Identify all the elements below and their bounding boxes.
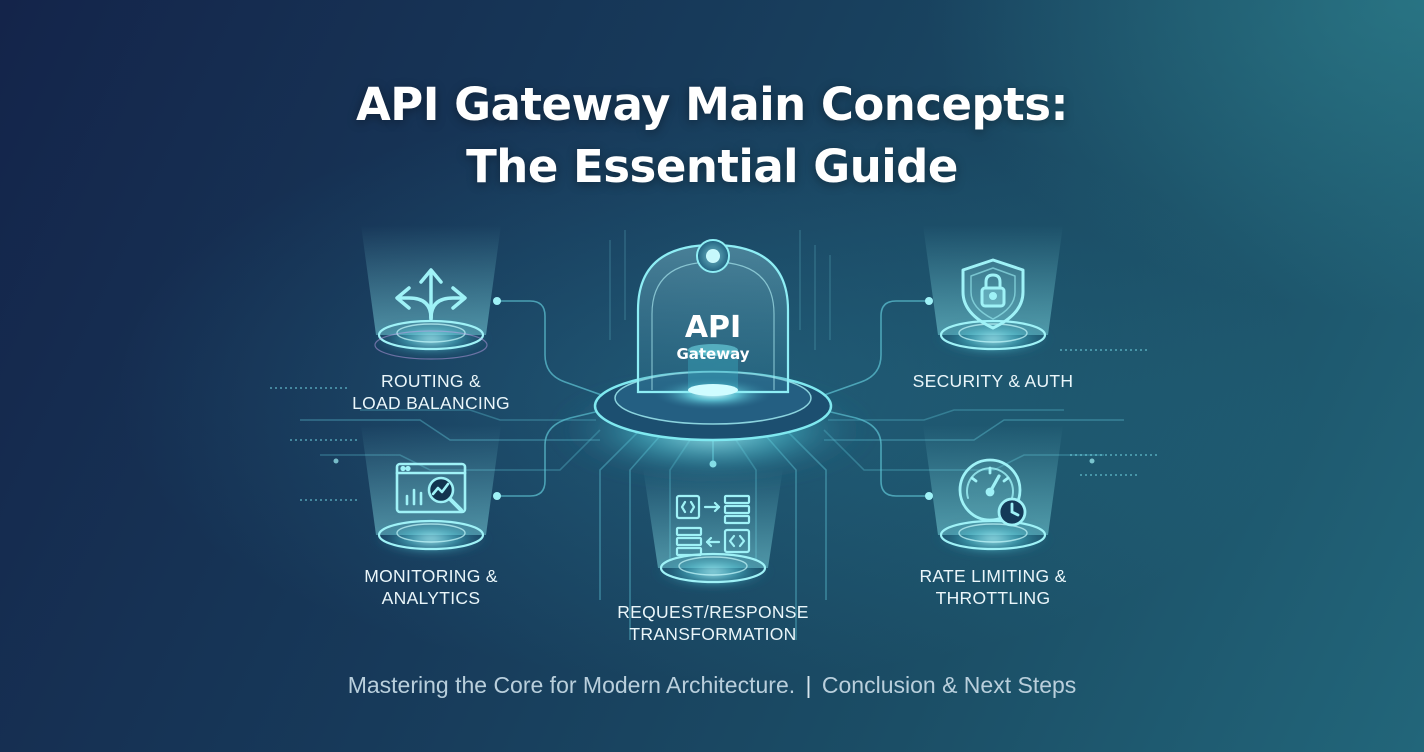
code-transform-icon [675, 494, 751, 557]
gateway-label-main: API [685, 310, 741, 345]
footer-tagline: Mastering the Core for Modern Architectu… [0, 672, 1424, 699]
concept-label-monitoring-line1: MONITORING & [364, 566, 498, 586]
speedometer-clock-icon [958, 458, 1027, 527]
concept-label-routing-line1: ROUTING & [381, 371, 481, 391]
concept-label-security: SECURITY & AUTH [863, 370, 1123, 392]
data-streaks [270, 349, 1160, 501]
footer-separator: | [805, 672, 812, 698]
concept-label-transform-line1: REQUEST/RESPONSE [617, 602, 809, 622]
footer-right-text: Conclusion & Next Steps [821, 672, 1077, 698]
concept-label-transform: REQUEST/RESPONSE TRANSFORMATION [583, 601, 843, 645]
dashboard-magnifier-icon [395, 462, 467, 514]
concept-label-monitoring: MONITORING & ANALYTICS [301, 565, 561, 609]
concept-label-rate-line2: THROTTLING [935, 588, 1051, 608]
concept-pedestal-security [923, 225, 1063, 357]
concept-label-monitoring-line2: ANALYTICS [381, 588, 481, 608]
concept-label-transform-line2: TRANSFORMATION [629, 624, 797, 644]
concept-label-security-line1: SECURITY & AUTH [912, 371, 1074, 391]
concept-pedestal-rate [923, 425, 1063, 557]
concept-label-routing: ROUTING & LOAD BALANCING [301, 370, 561, 414]
concept-label-rate: RATE LIMITING & THROTTLING [863, 565, 1123, 609]
concept-label-rate-line1: RATE LIMITING & [919, 566, 1067, 586]
api-gateway-hub [553, 239, 873, 480]
footer-left-text: Mastering the Core for Modern Architectu… [347, 672, 796, 698]
shield-lock-icon [961, 258, 1025, 330]
concept-label-routing-line2: LOAD BALANCING [352, 393, 510, 413]
vertical-beams [609, 230, 831, 350]
title-line-2: The Essential Guide [466, 140, 958, 193]
routing-arrows-icon [395, 268, 467, 322]
concept-pedestal-transform [643, 468, 783, 590]
gateway-label-sub: Gateway [676, 345, 749, 363]
title-line-1: API Gateway Main Concepts: [355, 78, 1069, 131]
